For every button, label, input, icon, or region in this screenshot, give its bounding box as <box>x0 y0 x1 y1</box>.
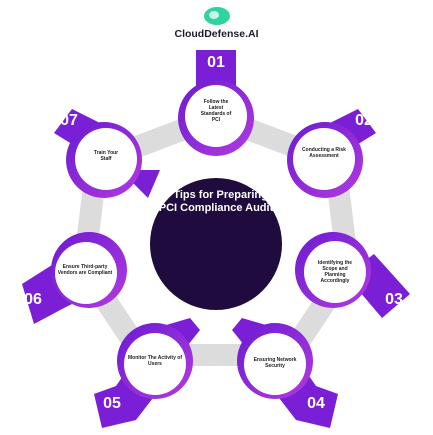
step-node-07 <box>54 109 160 198</box>
step-text-02: Conducting a Risk Assessment <box>302 147 346 159</box>
step-number-04: 04 <box>307 395 325 412</box>
step-text-07: Train Your Staff <box>93 150 119 162</box>
step-node-03 <box>295 232 410 318</box>
step-node-06 <box>22 232 127 324</box>
center-circle <box>150 178 282 310</box>
step-number-07: 07 <box>60 112 78 129</box>
brand-header: CloudDefense.AI <box>0 4 433 40</box>
step-node-04 <box>232 318 338 428</box>
step-text-04: Ensuring Network Security <box>253 357 297 369</box>
step-node-05 <box>94 318 200 428</box>
step-text-05: Monitor The Activity of Users <box>128 355 182 367</box>
step-text-01: Follow the Latest Standards of PCI <box>200 99 232 123</box>
step-number-01: 01 <box>207 54 225 71</box>
step-text-06: Ensure Third-party Vendors are Compliant <box>57 264 113 276</box>
center-title: 7 Tips for Preparing PCI Compliance Audi… <box>158 189 274 214</box>
brand-name: CloudDefense.AI <box>174 28 259 40</box>
step-number-05: 05 <box>103 395 121 412</box>
step-number-02: 02 <box>355 112 373 129</box>
step-node-01 <box>178 50 254 156</box>
step-node-02 <box>287 109 376 198</box>
cloud-logo-icon <box>203 7 230 25</box>
step-number-03: 03 <box>385 291 403 308</box>
step-text-03: Identifying the Scope and Planning Accor… <box>317 260 353 284</box>
step-number-06: 06 <box>24 291 42 308</box>
